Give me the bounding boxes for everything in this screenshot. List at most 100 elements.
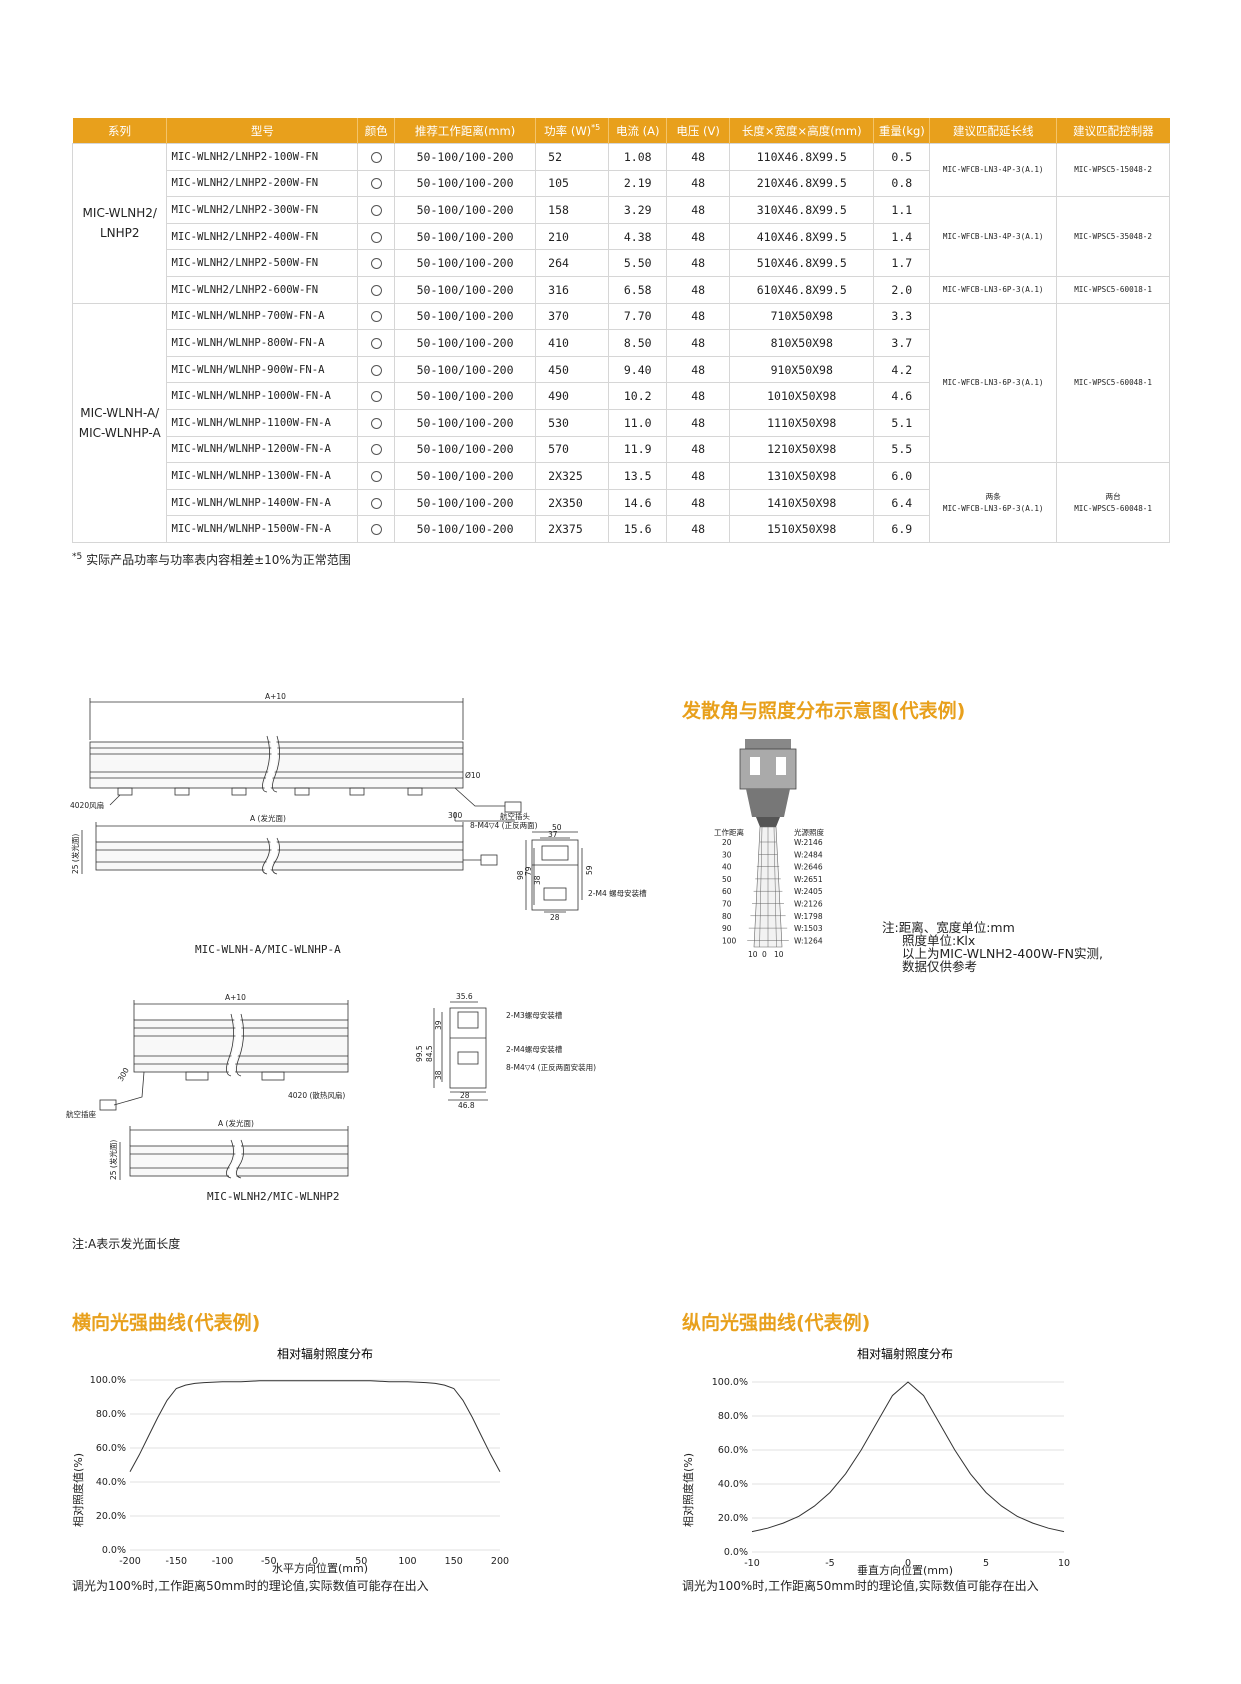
distance-cell: 50-100/100-200 xyxy=(393,249,537,277)
dim-50: 50 xyxy=(552,823,562,832)
footnote-text: 实际产品功率与功率表内容相差±10%为正常范围 xyxy=(86,553,351,567)
voltage-cell: 48 xyxy=(666,169,731,198)
distance-cell: 50-100/100-200 xyxy=(393,143,537,171)
distance-label: 80 xyxy=(722,912,732,921)
weight-cell: 3.3 xyxy=(873,302,931,331)
power-cell: 450 xyxy=(535,355,610,384)
color-cell xyxy=(357,196,395,224)
chart-h-title: 横向光强曲线(代表例) xyxy=(72,1312,261,1334)
illuminance-label: W:2126 xyxy=(794,900,823,909)
intensity-curve xyxy=(129,1380,501,1473)
voltage-cell: 48 xyxy=(666,249,731,277)
white-color-icon xyxy=(370,470,382,482)
weight-cell: 4.2 xyxy=(873,355,931,384)
wlnh-a-front-view xyxy=(81,822,498,877)
current-cell: 2.19 xyxy=(608,169,668,198)
col-header-distance: 推荐工作距离(mm) xyxy=(394,118,537,144)
cable-cell: MIC-WFCB-LN3-6P-3(A.1) xyxy=(929,302,1058,464)
model-cell: MIC-WLNH/WLNHP-1000W-FN-A xyxy=(166,382,359,410)
voltage-cell: 48 xyxy=(666,302,731,331)
voltage-cell: 48 xyxy=(666,382,731,410)
x-tick-label: -10 xyxy=(744,1558,760,1569)
distance-label: 60 xyxy=(722,887,732,896)
x-tick-label: -100 xyxy=(212,1556,234,1567)
color-cell xyxy=(357,515,395,543)
voltage-cell: 48 xyxy=(666,329,731,357)
chart-v-note: 调光为100%时,工作距离50mm时的理论值,实际数值可能存在出入 xyxy=(682,1579,1039,1593)
dims-cell: 910X50X98 xyxy=(729,355,875,384)
note-measured: 以上为MIC-WLNH2-400W-FN实测, xyxy=(902,946,1103,961)
weight-cell: 6.0 xyxy=(873,462,931,490)
white-color-icon xyxy=(370,337,382,349)
col-distance-header: 工作距离 xyxy=(714,827,744,837)
voltage-cell: 48 xyxy=(666,435,731,464)
dims-cell: 710X50X98 xyxy=(729,302,875,331)
dims-cell: 110X46.8X99.5 xyxy=(729,143,875,171)
dim-a-plus-10: A+10 xyxy=(265,692,286,701)
distance-cell: 50-100/100-200 xyxy=(393,462,537,490)
illuminance-label: W:2146 xyxy=(794,838,823,847)
x-tick-label: -150 xyxy=(165,1556,187,1567)
color-cell xyxy=(357,488,395,517)
light-head-icon xyxy=(739,739,797,827)
distance-cell: 50-100/100-200 xyxy=(393,169,537,198)
power-cell: 210 xyxy=(535,222,610,251)
weight-cell: 2.0 xyxy=(873,275,931,304)
model-cell: MIC-WLNH2/LNHP2-600W-FN xyxy=(166,275,359,304)
col-header-voltage: 电压 (V) xyxy=(666,118,731,144)
white-color-icon xyxy=(370,231,382,243)
col-header-power: 功率 (W)*5 xyxy=(535,118,610,144)
cable-cell: MIC-WFCB-LN3-6P-3(A.1) xyxy=(929,275,1058,304)
color-cell xyxy=(357,462,395,490)
dim-79: 79 xyxy=(524,866,533,876)
col-header-controller: 建议匹配控制器 xyxy=(1056,118,1170,144)
distance-cell: 50-100/100-200 xyxy=(393,355,537,384)
voltage-cell: 48 xyxy=(666,275,731,304)
cable-cell: MIC-WFCB-LN3-4P-3(A.1) xyxy=(929,196,1058,277)
current-cell: 11.0 xyxy=(608,408,668,437)
distance-cell: 50-100/100-200 xyxy=(393,435,537,464)
distance-label: 30 xyxy=(722,850,732,859)
illuminance-label: W:2646 xyxy=(794,863,823,872)
wlnh-a-side-view xyxy=(89,698,522,822)
distance-label: 50 xyxy=(722,875,732,884)
dimension-drawings: A+10 Ø10 4020风扇 300 航空插头 A (发光面) 25 (发光面… xyxy=(66,692,647,1203)
illuminance-label: W:1264 xyxy=(794,936,823,945)
note-illum-unit: 照度单位:Klx xyxy=(902,933,976,948)
dim-cable-300: 300 xyxy=(448,811,463,820)
current-cell: 11.9 xyxy=(608,435,668,464)
power-superscript: *5 xyxy=(591,122,601,132)
label-plug: 航空插头 xyxy=(500,811,530,821)
dims-cell: 1210X50X98 xyxy=(729,435,875,464)
y-tick-label: 100.0% xyxy=(90,1375,126,1386)
note-units: 注:距离、宽度单位:mm xyxy=(882,920,1015,935)
cable-model: MIC-WFCB-LN3-6P-3(A.1) xyxy=(942,503,1044,513)
width-label-center: 0 xyxy=(762,950,767,959)
label-nut-slot: 2-M4 螺母安装槽 xyxy=(588,888,647,898)
x-tick-label: 150 xyxy=(445,1556,463,1567)
model-cell: MIC-WLNH2/LNHP2-400W-FN xyxy=(166,222,359,251)
intensity-curve xyxy=(751,1381,1065,1533)
spec-table: 系列 型号 颜色 推荐工作距离(mm) 功率 (W)*5 电流 (A) 电压 (… xyxy=(71,118,1170,543)
dim-84-5: 84.5 xyxy=(425,1045,434,1062)
white-color-icon xyxy=(370,311,382,323)
white-color-icon xyxy=(370,497,382,509)
diverge-title: 发散角与照度分布示意图(代表例) xyxy=(682,700,966,722)
power-cell: 2X350 xyxy=(535,488,610,517)
distance-cell: 50-100/100-200 xyxy=(393,515,537,543)
weight-cell: 3.7 xyxy=(873,329,931,357)
width-label-left: 10 xyxy=(748,950,758,959)
illuminance-label: W:1798 xyxy=(794,912,823,921)
current-cell: 1.08 xyxy=(608,143,668,171)
beam-column-line xyxy=(759,826,763,948)
dims-cell: 1410X50X98 xyxy=(729,488,875,517)
color-cell xyxy=(357,435,395,464)
y-tick-label: 20.0% xyxy=(718,1513,748,1524)
color-cell xyxy=(357,275,395,304)
white-color-icon xyxy=(370,364,382,376)
dim-98: 98 xyxy=(516,870,525,880)
